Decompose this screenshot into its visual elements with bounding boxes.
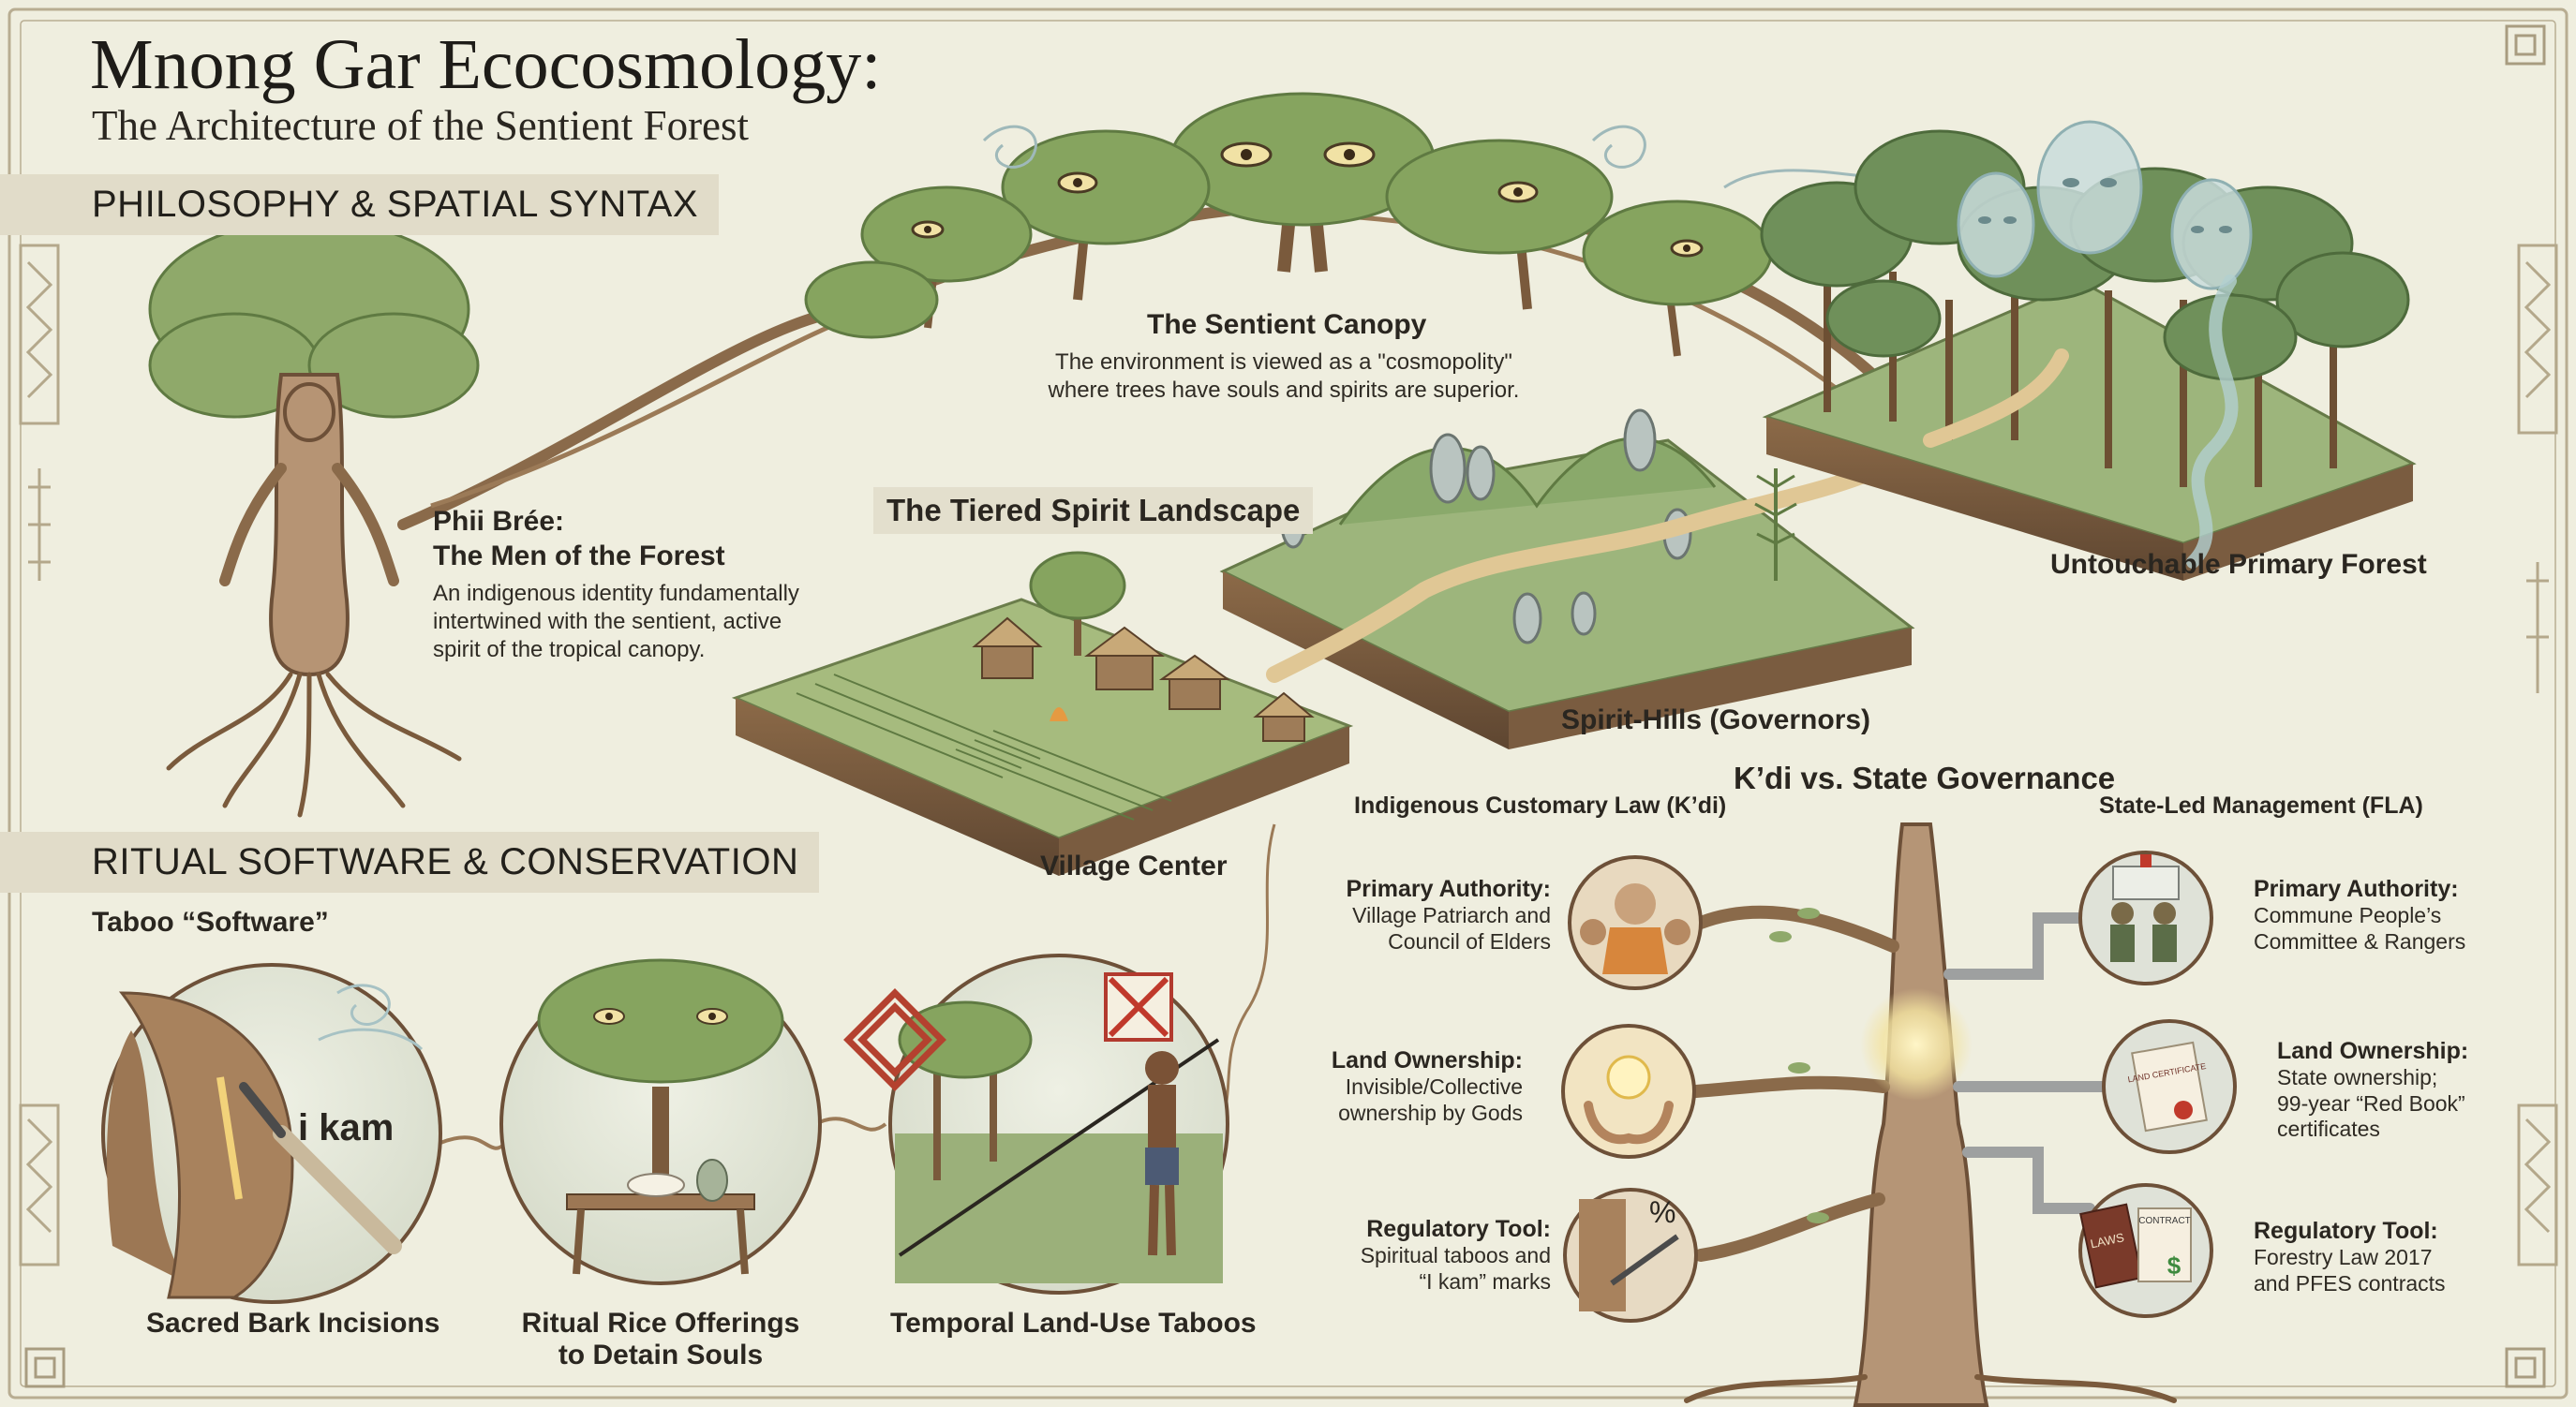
laws-book-text: LAWS	[2089, 1230, 2125, 1251]
fla-authority-block: Primary Authority: Commune People’s Comm…	[2254, 876, 2466, 954]
canopy-heading: The Sentient Canopy	[1147, 309, 1427, 340]
forestry-law-book-icon: LAWS CONTRACT $	[2078, 1183, 2213, 1318]
taboo-software-heading: Taboo “Software”	[92, 907, 329, 938]
phii-bree-description: An indigenous identity fundamentally int…	[433, 581, 799, 662]
tiered-landscape-tag: The Tiered Spirit Landscape	[873, 487, 1314, 534]
red-book-certificate-icon: LAND CERTIFICATE	[2102, 1019, 2237, 1154]
dollar-sign-text: $	[2167, 1251, 2181, 1280]
kdi-regulatory-block: Regulatory Tool: Spiritual taboos and “I…	[1360, 1216, 1551, 1294]
bark-incisions-caption: Sacred Bark Incisions	[146, 1308, 440, 1339]
percent-mark-text: %	[1649, 1195, 1675, 1229]
temporal-taboos-caption: Temporal Land-Use Taboos	[890, 1308, 1257, 1339]
canopy-description: The environment is viewed as a "cosmopol…	[1048, 349, 1520, 403]
phii-bree-heading: Phii Brée:	[433, 506, 565, 537]
page-title: Mnong Gar Ecocosmology:	[90, 25, 882, 104]
phii-bree-subheading: The Men of the Forest	[433, 541, 725, 571]
primary-forest-label: Untouchable Primary Forest	[2050, 549, 2427, 580]
i-kam-bark-mark: i kam	[298, 1107, 395, 1148]
page-border	[7, 7, 2569, 1400]
phii-bree-tree-figure	[148, 218, 480, 818]
elders-council-icon	[1568, 855, 1703, 990]
glowing-hands-icon	[1561, 1024, 1696, 1159]
village-center-illustration	[731, 551, 1354, 876]
kdi-land-block: Land Ownership: Invisible/Collective own…	[1331, 1047, 1523, 1125]
page-subtitle: The Architecture of the Sentient Forest	[92, 102, 750, 149]
taboo-circles-illustration	[101, 954, 1229, 1304]
rangers-icon	[2078, 851, 2213, 985]
governance-title: K’di vs. State Governance	[1734, 761, 2116, 795]
governance-tree-illustration	[1684, 822, 2177, 1407]
fla-land-block: Land Ownership: State ownership; 99-year…	[2277, 1038, 2469, 1142]
connecting-root-line	[1216, 823, 1276, 1125]
spirit-hills-illustration	[1219, 408, 1939, 749]
contract-icon-text: CONTRACT	[2138, 1216, 2191, 1226]
customary-law-header: Indigenous Customary Law (K’di)	[1354, 792, 1727, 819]
section-ritual-header: RITUAL SOFTWARE & CONSERVATION	[0, 832, 820, 893]
village-center-label: Village Center	[1040, 851, 1228, 881]
bark-mark-icon: %	[1563, 1188, 1698, 1323]
spirit-hills-label: Spirit-Hills (Governors)	[1561, 704, 1871, 735]
corner-ornament-icon	[24, 24, 2546, 1388]
rice-offerings-caption: Ritual Rice Offerings to Detain Souls	[521, 1308, 800, 1370]
sentient-canopy-illustration	[397, 92, 1931, 530]
kdi-authority-block: Primary Authority: Village Patriarch and…	[1346, 876, 1551, 954]
primary-forest-illustration	[1760, 120, 2417, 581]
fla-regulatory-block: Regulatory Tool: Forestry Law 2017 and P…	[2254, 1218, 2446, 1296]
section-philosophy-header: PHILOSOPHY & SPATIAL SYNTAX	[0, 174, 720, 235]
state-management-header: State-Led Management (FLA)	[2099, 792, 2423, 819]
tribal-pattern-left-icon	[19, 244, 60, 1266]
tribal-pattern-right-icon	[2517, 244, 2558, 1266]
